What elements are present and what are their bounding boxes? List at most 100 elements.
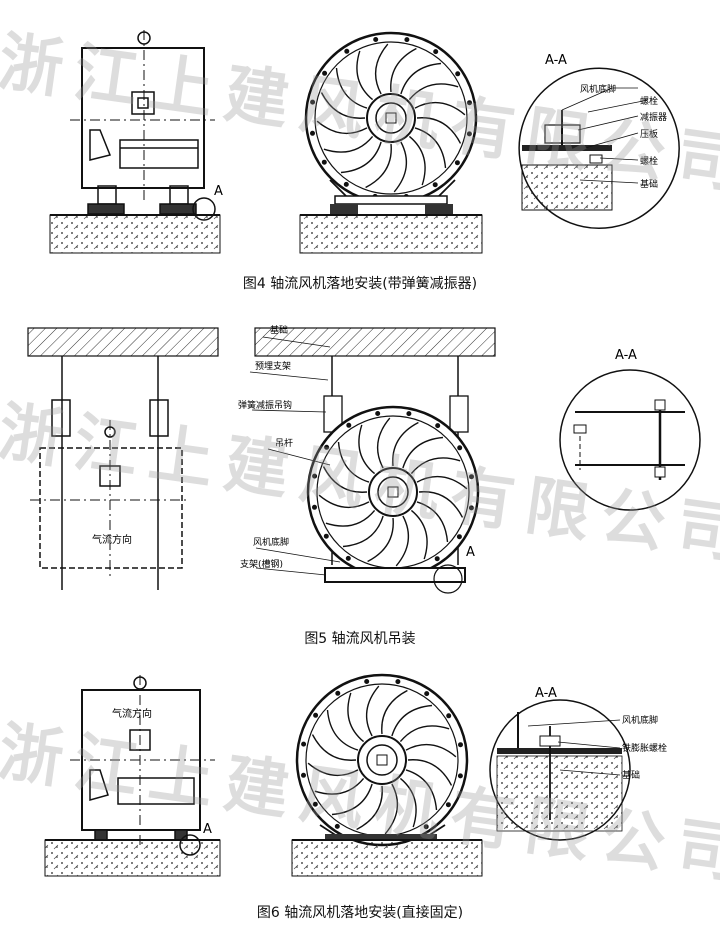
fan-blade — [407, 759, 453, 786]
fig4-side-view — [70, 30, 216, 221]
fig4-label-4: 螺栓 — [640, 155, 658, 167]
fan-blade — [414, 101, 466, 116]
fan-blade — [356, 50, 374, 101]
fan-blade — [418, 491, 464, 518]
fan-blade — [322, 466, 368, 493]
figure-5: 气流方向 A 基础 预埋支架 弹簧减振吊钩 吊杆 风机底脚 支架(槽钢) A-A — [27, 324, 701, 594]
fan-blade — [381, 689, 408, 735]
rim-bolt-hole — [334, 823, 340, 829]
rim-bolt-hole — [312, 504, 318, 510]
fan-blade — [402, 436, 444, 469]
rim-bolt-hole — [301, 741, 307, 747]
fig6-label-0: 风机底脚 — [622, 714, 658, 726]
rim-bolt-hole — [335, 690, 341, 696]
fig4-section-detail: A-A — [518, 53, 680, 229]
fan-blade — [405, 769, 438, 811]
rim-bolt-hole — [466, 131, 472, 137]
rim-bolt-hole — [344, 48, 350, 54]
fig6-leaders — [527, 719, 621, 776]
fig5-side-view — [30, 356, 190, 590]
rim-bolt-hole — [322, 70, 328, 76]
fig4-label-3: 压板 — [640, 128, 658, 140]
fan-blade — [391, 704, 433, 737]
rim-bolt-hole — [324, 444, 330, 450]
fan-blade — [392, 421, 419, 467]
rim-bolt-hole — [323, 533, 329, 539]
fan-blade — [393, 141, 408, 193]
fan-blade — [326, 709, 359, 751]
fan-blade — [408, 135, 426, 186]
fig5-label-4: 风机底脚 — [253, 536, 289, 548]
fan-blade — [405, 743, 457, 758]
fig6-floor-left — [44, 839, 221, 877]
fan-blade — [390, 47, 417, 93]
fan-blade — [408, 83, 459, 101]
fig4-label-2: 减振器 — [640, 111, 667, 123]
figure-4: A A-A 风机底脚 螺栓 — [49, 30, 680, 254]
fig6-section-title: A-A — [535, 686, 557, 701]
fan-blade — [410, 457, 461, 475]
fan-blade — [365, 143, 392, 189]
fig4-label-5: 基础 — [640, 178, 658, 190]
fan-blade — [358, 424, 376, 475]
fig6-side-view — [70, 675, 215, 856]
rim-bolt-hole — [454, 160, 460, 166]
rim-bolt-hole — [455, 71, 461, 77]
fan-blade — [311, 734, 357, 761]
fan-blade — [416, 501, 449, 543]
fan-blade — [325, 509, 376, 527]
fan-blade — [335, 67, 368, 109]
rim-bolt-hole — [467, 100, 473, 106]
fan-blade — [365, 685, 380, 737]
fig4-caption: 图4 轴流风机落地安装(带弹簧减振器) — [242, 276, 478, 292]
rim-bolt-hole — [456, 534, 462, 540]
fig4-floor-left — [49, 214, 221, 254]
fig6-label-1: 铁膨胀螺栓 — [622, 742, 667, 754]
rim-bolt-hole — [433, 49, 439, 55]
rim-bolt-hole — [310, 130, 316, 136]
fig5-ceiling-left — [27, 327, 219, 357]
fig4-floor-right — [299, 214, 483, 254]
rim-bolt-hole — [321, 159, 327, 165]
rim-bolt-hole — [395, 679, 401, 685]
fig5-section-detail: A-A — [559, 348, 701, 511]
fan-blade — [399, 777, 417, 828]
rim-bolt-hole — [364, 679, 370, 685]
rim-bolt-hole — [375, 411, 381, 417]
fig4-label-0: 风机底脚 — [580, 83, 616, 95]
fig5-airflow-label: 气流方向 — [92, 533, 132, 546]
rim-bolt-hole — [301, 772, 307, 778]
fig4-label-1: 螺栓 — [640, 95, 658, 107]
rim-bolt-hole — [446, 713, 452, 719]
fig5-front-view — [306, 356, 480, 594]
rim-bolt-hole — [312, 473, 318, 479]
fig5-ceiling-right — [254, 327, 496, 357]
fan-blade — [367, 517, 394, 563]
fan-blade — [410, 509, 428, 560]
fan-blade — [331, 783, 373, 816]
fig5-detail-letter: A — [466, 545, 475, 560]
rim-bolt-hole — [404, 37, 410, 43]
fig4-detail-letter: A — [214, 184, 223, 199]
rim-bolt-hole — [312, 801, 318, 807]
rim-bolt-hole — [468, 505, 474, 511]
fig5-label-5: 支架(槽钢) — [240, 558, 283, 570]
rim-bolt-hole — [469, 474, 475, 480]
fan-blade — [323, 135, 374, 153]
rim-bolt-hole — [345, 555, 351, 561]
fan-blade — [337, 441, 370, 483]
rim-bolt-hole — [458, 742, 464, 748]
rim-bolt-hole — [313, 712, 319, 718]
fig4-front-view — [304, 31, 478, 214]
fig6-front-view — [295, 673, 469, 847]
fan-blade — [340, 141, 382, 174]
rim-bolt-hole — [346, 422, 352, 428]
fan-blade — [416, 475, 468, 490]
fig5-caption: 图5 轴流风机吊装 — [304, 631, 416, 647]
fan-blade — [342, 515, 384, 548]
rim-bolt-hole — [434, 556, 440, 562]
fan-blade — [314, 777, 365, 795]
rim-bolt-hole — [423, 824, 429, 830]
